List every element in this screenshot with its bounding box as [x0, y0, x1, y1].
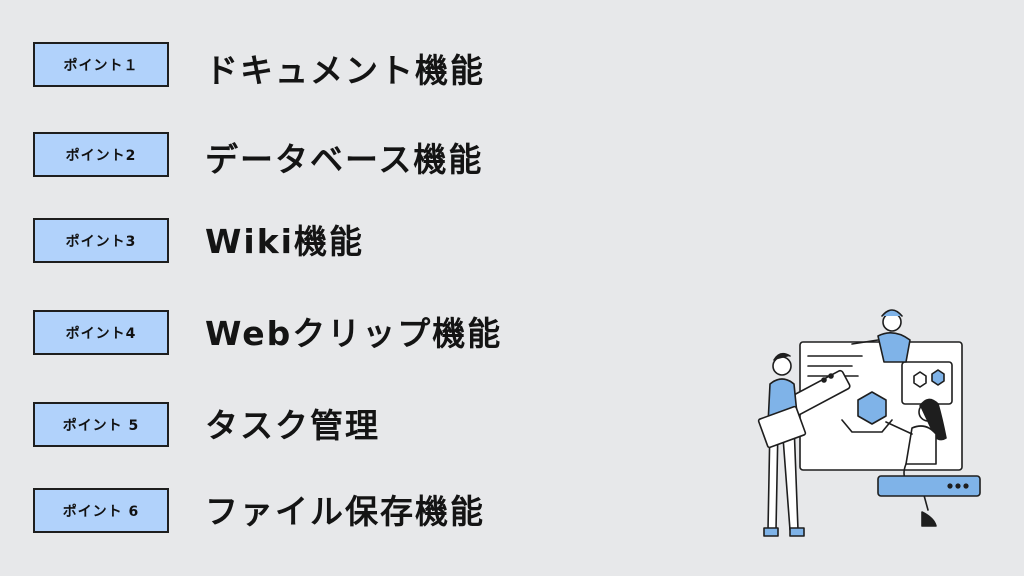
point-badge-4: ポイント4 [33, 310, 169, 355]
laptop [757, 405, 807, 449]
woman-arm [885, 421, 913, 435]
man-head [772, 356, 792, 376]
top-man-cap [881, 309, 903, 317]
platform [877, 475, 981, 497]
point-badge-6: ポイント 6 [33, 488, 169, 533]
point-title-2: データベース機能 [205, 140, 484, 179]
molecule-panel [901, 361, 953, 405]
platform-dot [955, 483, 961, 489]
tablet-dot [828, 373, 834, 379]
point-badge-1: ポイント１ [33, 42, 169, 87]
man-shoe [763, 527, 779, 537]
top-man-arm [851, 339, 879, 345]
woman-shoe [921, 511, 937, 527]
point-title-6: ファイル保存機能 [205, 492, 485, 531]
point-title-5: タスク管理 [205, 406, 380, 445]
woman-hair [919, 398, 947, 441]
point-title-1: ドキュメント機能 [205, 51, 485, 90]
hexagon-small [913, 371, 927, 388]
platform-dot [963, 483, 969, 489]
man-shoe [789, 527, 805, 537]
point-title-4: Webクリップ機能 [205, 314, 503, 353]
man-hair [773, 352, 791, 361]
tablet-dot [821, 377, 827, 383]
point-badge-2: ポイント2 [33, 132, 169, 177]
team-collaboration-illustration [757, 309, 981, 537]
top-man-shirt [877, 332, 911, 363]
connector-line [841, 419, 893, 433]
hexagon-small-blue [931, 369, 945, 386]
hexagon-large [857, 391, 887, 425]
woman-shirt [905, 425, 937, 465]
point-title-3: Wiki機能 [205, 222, 364, 261]
point-badge-5: ポイント 5 [33, 402, 169, 447]
platform-dot [947, 483, 953, 489]
point-badge-3: ポイント3 [33, 218, 169, 263]
